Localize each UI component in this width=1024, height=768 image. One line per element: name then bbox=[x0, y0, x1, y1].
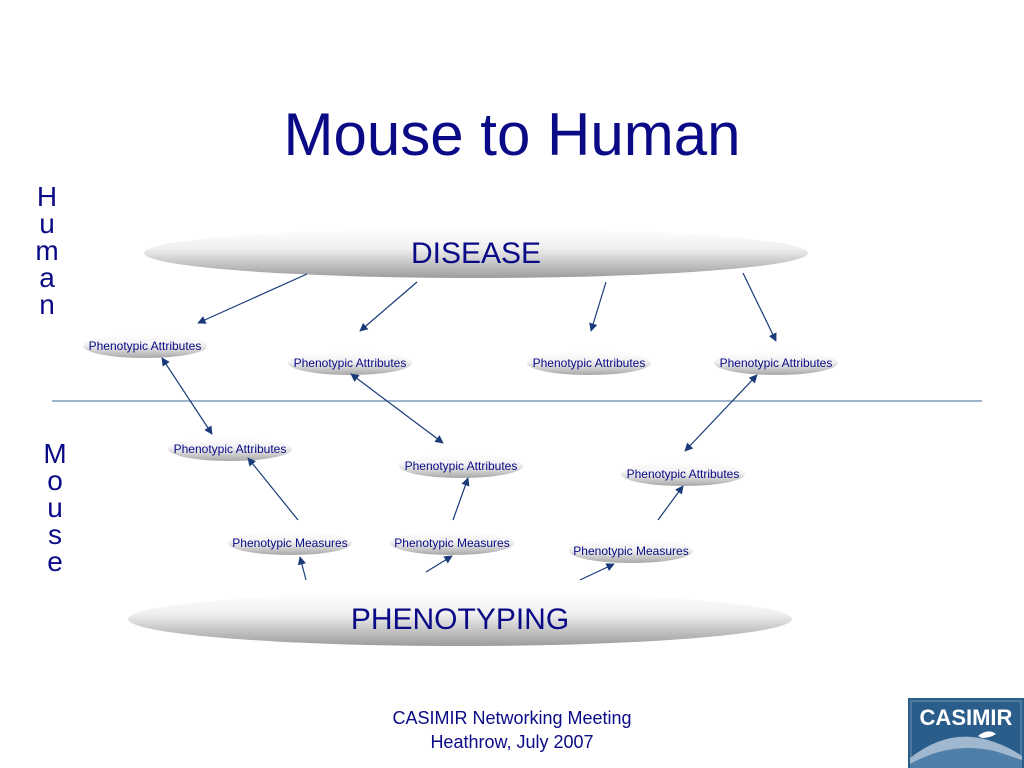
node-label: Phenotypic Attributes bbox=[405, 459, 518, 473]
node-label: Phenotypic Measures bbox=[232, 536, 347, 550]
arrow bbox=[657, 485, 684, 521]
footer: CASIMIR Networking Meeting Heathrow, Jul… bbox=[340, 706, 684, 754]
arrow bbox=[589, 281, 607, 332]
disease-label: DISEASE bbox=[411, 237, 541, 270]
mouse-measure-node: Phenotypic Measures bbox=[569, 539, 693, 563]
side-label-letter: u bbox=[39, 208, 55, 239]
human-attribute-node: Phenotypic Attributes bbox=[527, 351, 651, 375]
arrow bbox=[452, 477, 470, 521]
side-label-letter: m bbox=[35, 235, 59, 266]
node-label: Phenotypic Measures bbox=[573, 544, 688, 558]
side-label-letter: e bbox=[47, 546, 63, 577]
bidirectional-arrow bbox=[350, 373, 444, 444]
arrow bbox=[425, 555, 453, 573]
mouse-attribute-node: Phenotypic Attributes bbox=[621, 462, 745, 486]
mouse-attribute-node: Phenotypic Attributes bbox=[168, 437, 292, 461]
footer-line-2: Heathrow, July 2007 bbox=[430, 732, 594, 752]
node-label: Phenotypic Attributes bbox=[720, 356, 833, 370]
casimir-logo: CASIMIR bbox=[908, 698, 1024, 768]
arrow bbox=[579, 563, 615, 581]
node-label: Phenotypic Attributes bbox=[174, 442, 287, 456]
side-label-letter: H bbox=[36, 181, 58, 212]
side-label-letter: s bbox=[48, 519, 62, 550]
mouse-measure-node: Phenotypic Measures bbox=[390, 531, 514, 555]
bidirectional-arrow bbox=[161, 357, 213, 435]
human-attribute-node: Phenotypic Attributes bbox=[83, 334, 207, 358]
arrow bbox=[742, 272, 777, 342]
side-label-letter: a bbox=[39, 262, 55, 293]
node-label: Phenotypic Attributes bbox=[89, 339, 202, 353]
slide-title: Mouse to Human bbox=[283, 101, 741, 168]
phenotyping-label: PHENOTYPING bbox=[351, 603, 569, 636]
node-label: Phenotypic Measures bbox=[394, 536, 509, 550]
phenotyping-node: PHENOTYPING bbox=[128, 592, 792, 646]
footer-line-1: CASIMIR Networking Meeting bbox=[392, 708, 632, 728]
mouse-attribute-node: Phenotypic Attributes bbox=[399, 454, 523, 478]
arrow bbox=[297, 556, 307, 581]
node-label: Phenotypic Attributes bbox=[294, 356, 407, 370]
side-label-letter: n bbox=[39, 289, 55, 320]
logo-text: CASIMIR bbox=[920, 705, 1013, 730]
arrow bbox=[247, 457, 299, 521]
arrow bbox=[359, 281, 418, 332]
mouse-measure-node: Phenotypic Measures bbox=[228, 531, 352, 555]
bidirectional-arrow bbox=[684, 374, 758, 452]
side-label-letter: M bbox=[43, 438, 67, 469]
disease-node: DISEASE bbox=[144, 228, 808, 278]
human-attribute-node: Phenotypic Attributes bbox=[714, 351, 838, 375]
side-label-letter: o bbox=[47, 465, 63, 496]
arrow bbox=[197, 273, 308, 324]
human-attribute-node: Phenotypic Attributes bbox=[288, 351, 412, 375]
node-label: Phenotypic Attributes bbox=[627, 467, 740, 481]
side-label-letter: u bbox=[47, 492, 63, 523]
node-label: Phenotypic Attributes bbox=[533, 356, 646, 370]
